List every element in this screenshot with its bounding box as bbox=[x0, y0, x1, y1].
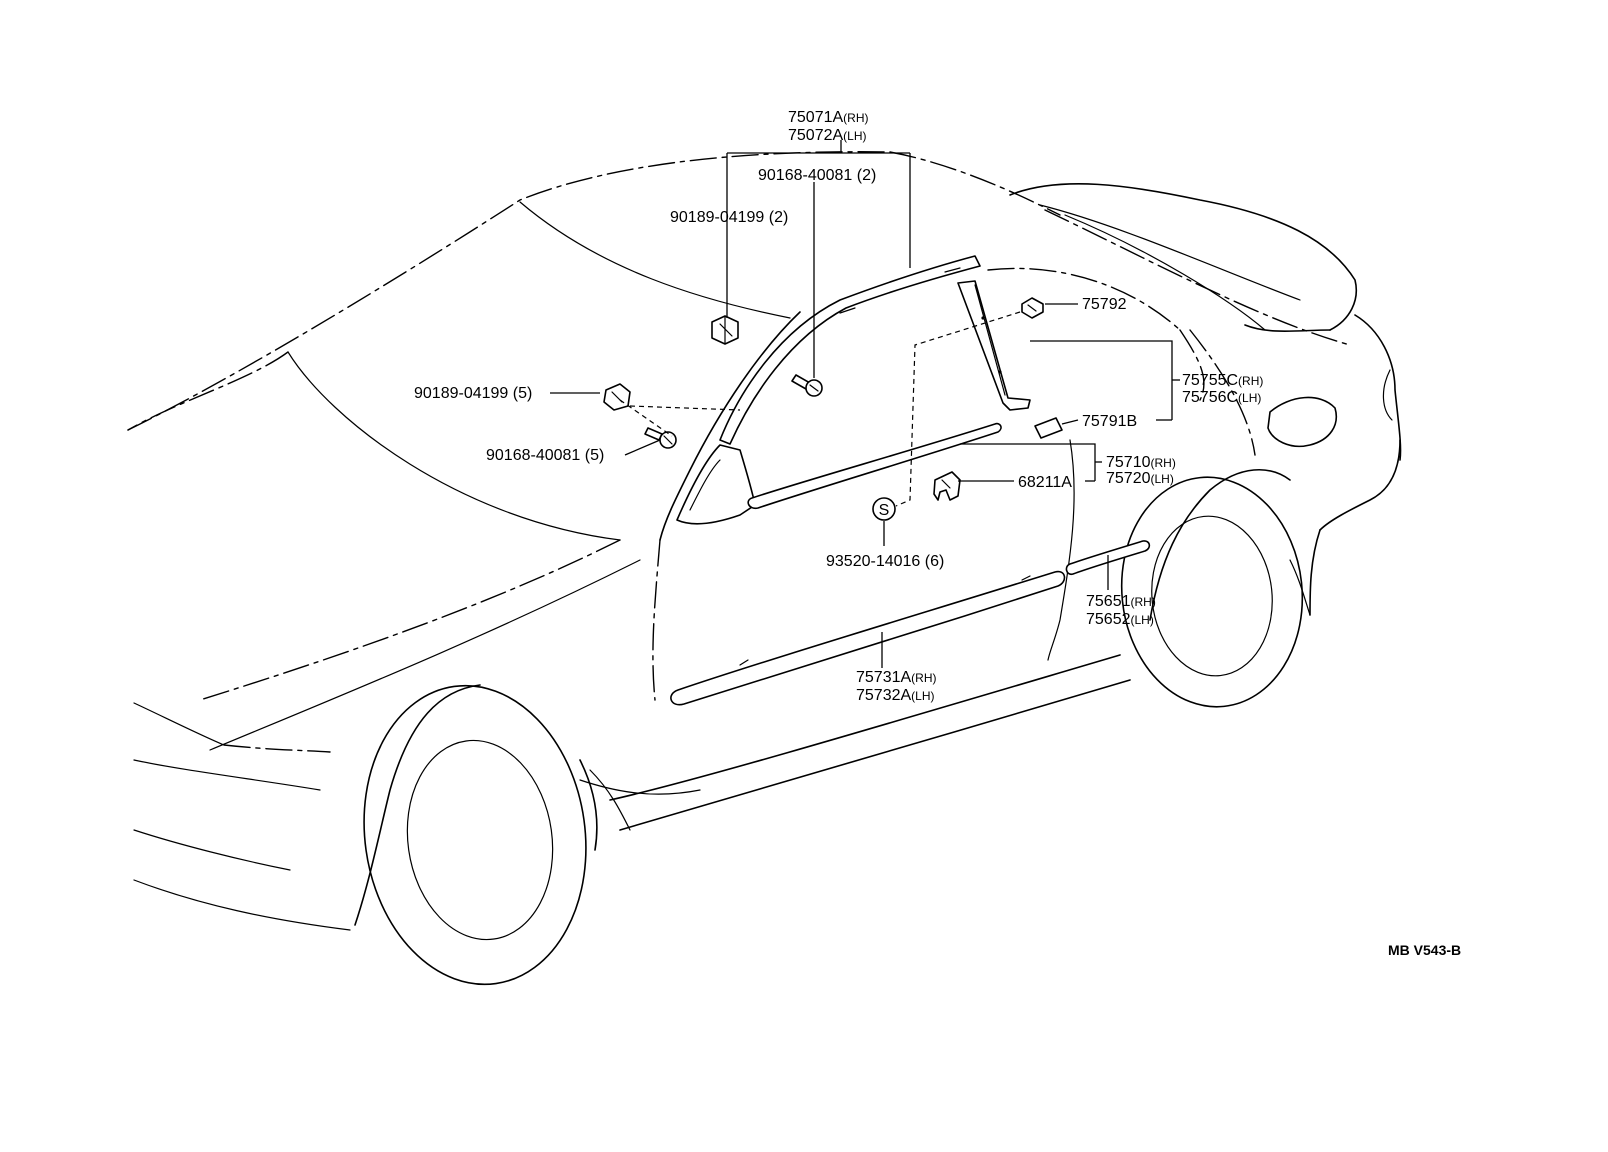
clip-68211a-icon bbox=[933, 471, 961, 501]
clip-75792-icon bbox=[1021, 297, 1044, 319]
front-wheel bbox=[354, 684, 598, 986]
label-90189-top: 90189-04199 (2) bbox=[670, 209, 788, 226]
belt-molding bbox=[747, 422, 1002, 510]
sealer-symbol-letter: S bbox=[879, 502, 890, 519]
sealer-symbol: S bbox=[872, 497, 896, 521]
screw-top-icon bbox=[791, 374, 823, 397]
front-window-molding bbox=[676, 444, 756, 525]
car-body-outline bbox=[127, 151, 1402, 931]
label-75732a: 75732A(LH) bbox=[856, 687, 935, 704]
label-75071a: 75071A(RH) bbox=[788, 109, 869, 126]
label-75651: 75651(RH) bbox=[1086, 593, 1156, 610]
rear-wheel bbox=[1120, 469, 1304, 708]
label-75756c: 75756C(LH) bbox=[1182, 389, 1261, 406]
pillar-garnish bbox=[957, 280, 1031, 411]
label-75652: 75652(LH) bbox=[1086, 611, 1154, 628]
label-75720: 75720(LH) bbox=[1106, 470, 1174, 487]
figure-code: MB V543-B bbox=[1388, 942, 1461, 958]
label-90168-left: 90168-40081 (5) bbox=[486, 447, 604, 464]
label-75792: 75792 bbox=[1082, 296, 1127, 313]
body-side-molding bbox=[670, 570, 1066, 706]
callout-labels: 75071A(RH) 75072A(LH) 90168-40081 (2) 90… bbox=[414, 109, 1461, 958]
clip-75791b-icon bbox=[1034, 417, 1063, 439]
leader-lines bbox=[550, 140, 1180, 668]
label-75731a: 75731A(RH) bbox=[856, 669, 937, 686]
clip-left-icon bbox=[603, 383, 631, 411]
label-75791b: 75791B bbox=[1082, 413, 1137, 430]
label-75755c: 75755C(RH) bbox=[1182, 372, 1263, 389]
clip-top-icon bbox=[711, 315, 739, 345]
label-90168-top: 90168-40081 (2) bbox=[758, 167, 876, 184]
label-90189-left: 90189-04199 (5) bbox=[414, 385, 532, 402]
roof-drip-molding bbox=[719, 255, 981, 445]
label-75072a: 75072A(LH) bbox=[788, 127, 867, 144]
label-93520: 93520-14016 (6) bbox=[826, 553, 944, 570]
label-68211a: 68211A bbox=[1018, 474, 1072, 491]
label-75710: 75710(RH) bbox=[1106, 454, 1176, 471]
